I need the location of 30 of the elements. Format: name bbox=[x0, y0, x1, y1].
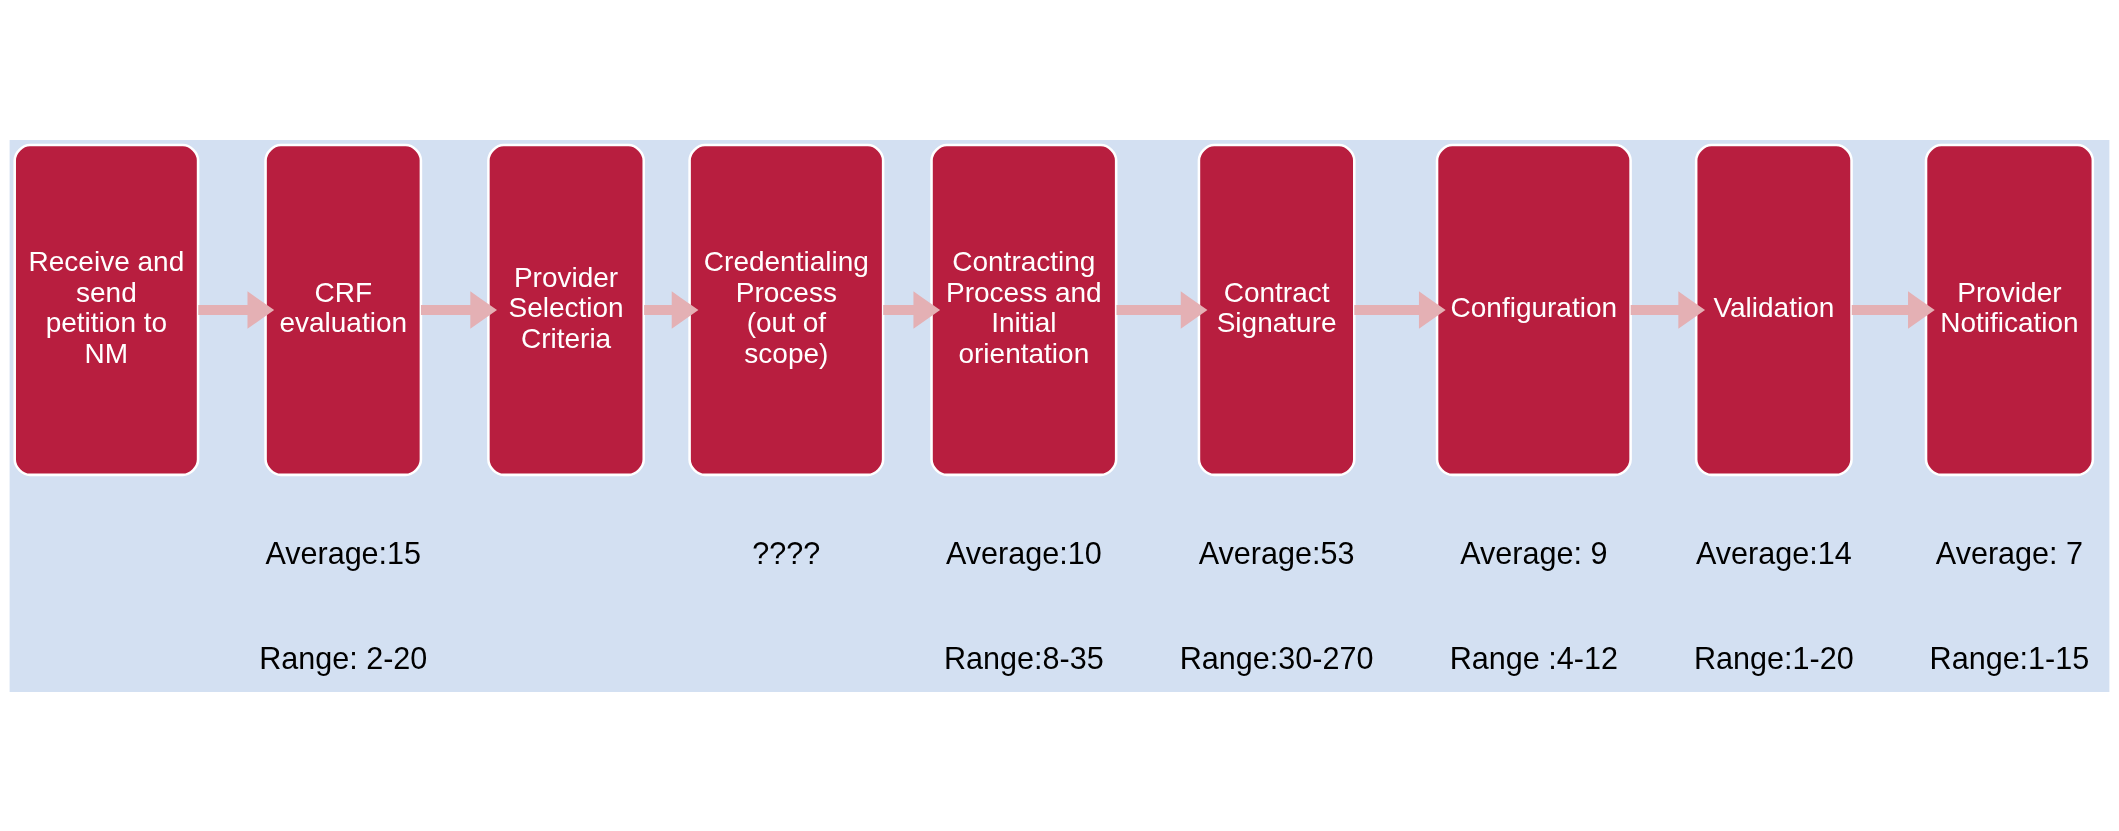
label: Range:8-35 bbox=[944, 640, 1104, 675]
arrow bbox=[1630, 290, 1706, 329]
label: Average:10 bbox=[946, 535, 1102, 570]
arrow bbox=[883, 290, 941, 329]
node-box: Credentialing Process (out of scope) bbox=[688, 143, 885, 476]
label: Range:1-20 bbox=[1694, 640, 1854, 675]
label: Average: 7 bbox=[1935, 535, 2084, 570]
node-box: Validation bbox=[1694, 143, 1853, 476]
label: Range: 2-20 bbox=[259, 640, 428, 675]
label: Average:14 bbox=[1696, 535, 1852, 570]
label: Range:30-270 bbox=[1179, 640, 1374, 675]
node-box: Contract Signature bbox=[1197, 143, 1356, 476]
node-box: Contracting Process and Initial orientation bbox=[930, 143, 1118, 476]
arrow bbox=[644, 290, 699, 329]
label: Range:1-15 bbox=[1929, 640, 2090, 675]
node-box: Provider Selection Criteria bbox=[487, 143, 646, 476]
node-box: CRF evaluation bbox=[264, 143, 423, 476]
node-box: Configuration bbox=[1435, 143, 1632, 476]
node-box: Receive and send petition to NM bbox=[13, 143, 200, 476]
label: Average:15 bbox=[265, 535, 422, 570]
node-box: Provider Notification bbox=[1924, 143, 2095, 476]
arrow bbox=[1354, 290, 1446, 329]
arrow bbox=[198, 290, 275, 329]
label: ???? bbox=[752, 535, 821, 570]
label: Range :4-12 bbox=[1449, 640, 1618, 675]
arrow bbox=[420, 290, 497, 329]
label: Average:53 bbox=[1198, 535, 1355, 570]
arrow bbox=[1851, 290, 1935, 329]
arrow bbox=[1116, 290, 1208, 329]
label: Average: 9 bbox=[1460, 535, 1608, 570]
